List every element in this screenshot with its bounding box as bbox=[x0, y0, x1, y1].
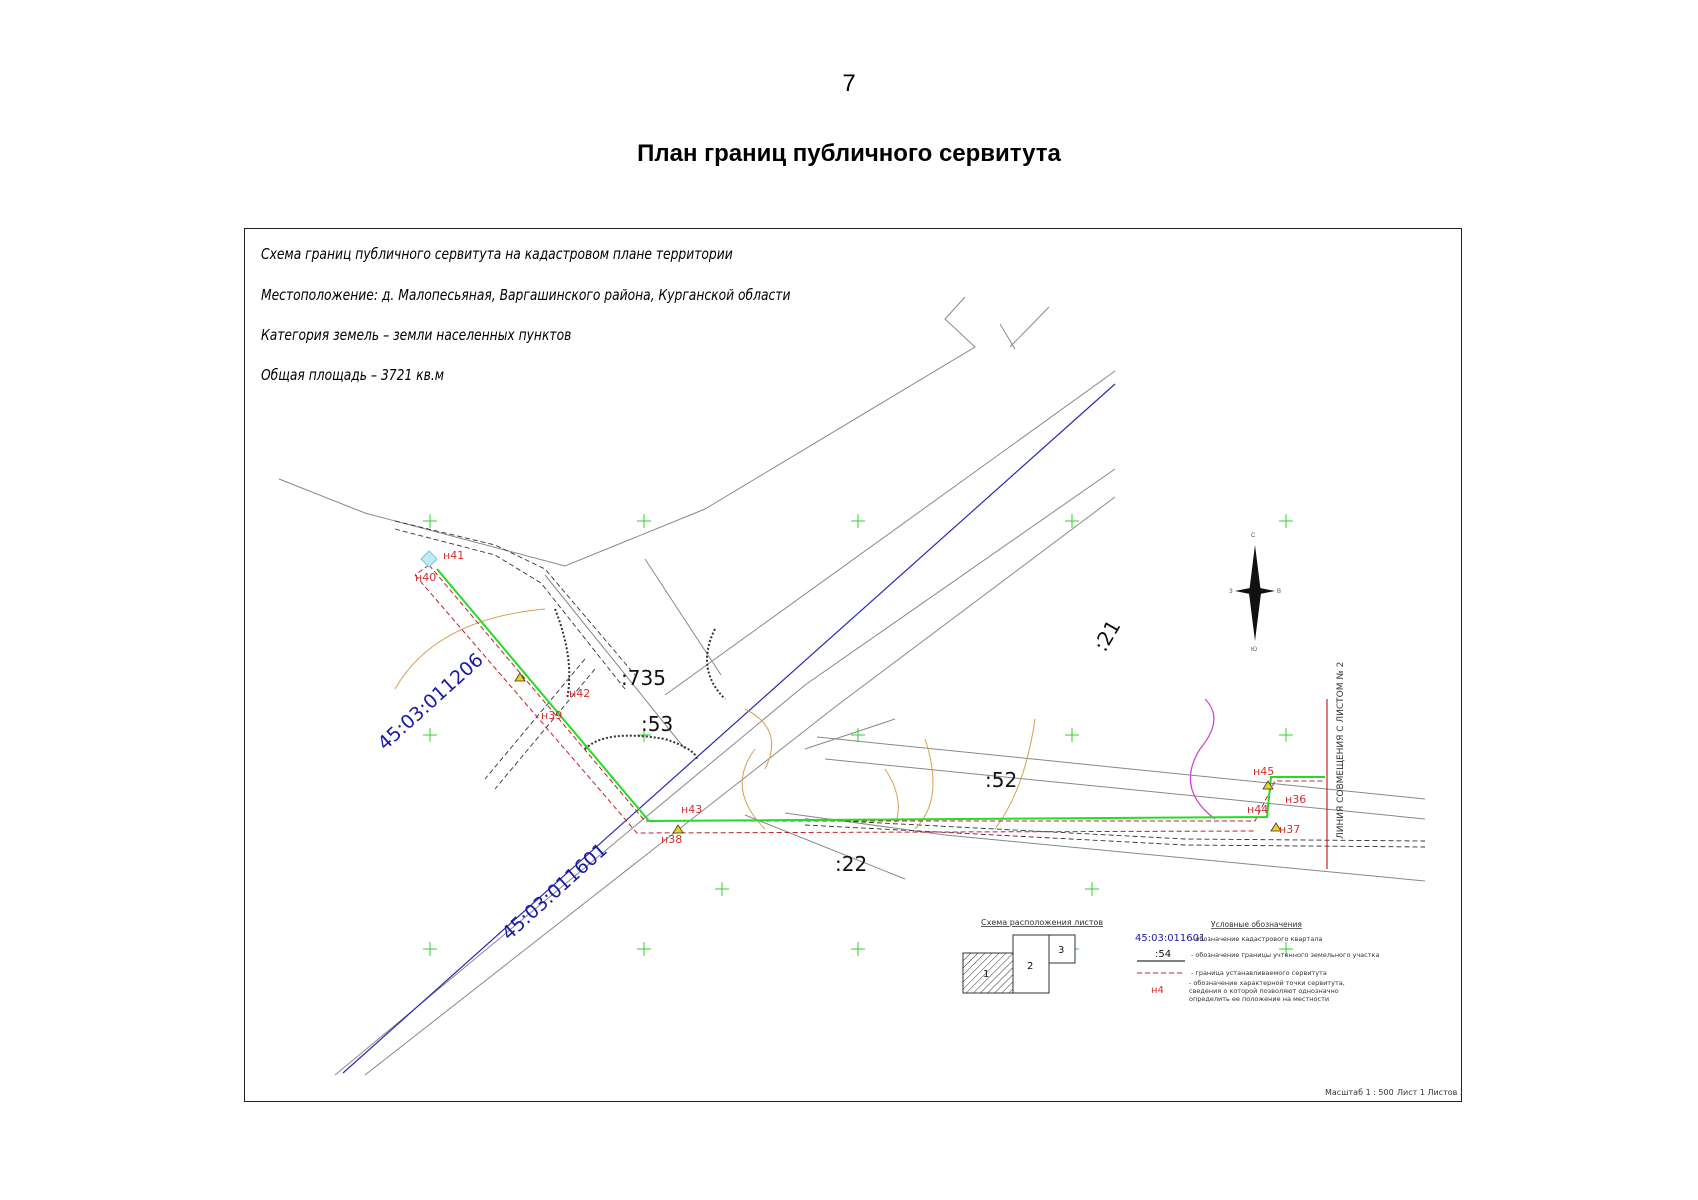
sheet-label: Лист 1 Листов 3 bbox=[1397, 1088, 1462, 1097]
quarter-boundary-line bbox=[342, 383, 1116, 1074]
dashed-utility-lines bbox=[394, 520, 1426, 848]
point-label-n37: н37 bbox=[1279, 823, 1300, 836]
point-label-n38: н38 bbox=[661, 833, 682, 846]
page-title: План границ публичного сервитута bbox=[637, 140, 1061, 167]
map-frame: Схема границ публичного сервитута на кад… bbox=[244, 228, 1462, 1102]
compass-north: С bbox=[1251, 533, 1256, 539]
embankment-edges bbox=[554, 608, 726, 760]
station-marker-icon bbox=[420, 550, 438, 568]
point-label-n42: н42 bbox=[569, 687, 590, 700]
parcel-label-22: :22 bbox=[835, 852, 867, 876]
servitude-points: н41 н40 н42 н39 н43 н38 н45 н44 н36 н37 bbox=[415, 549, 1306, 846]
sheet-2-box bbox=[1012, 934, 1050, 994]
legend-text-point: - обозначение характерной точки сервитут… bbox=[1189, 979, 1345, 1003]
point-label-n44: н44 bbox=[1247, 803, 1268, 816]
page-number: 7 bbox=[842, 70, 856, 97]
parcel-label-52: :52 bbox=[985, 768, 1017, 792]
sheet-2-label: 2 bbox=[1027, 961, 1033, 972]
sheet-3-box bbox=[1048, 934, 1076, 964]
legend-sample-quarter: 45:03:011601 bbox=[1135, 933, 1205, 944]
cadastral-map: ЛИНИЯ СОВМЕЩЕНИЯ С ЛИСТОМ № 2 С Ю З В 45… bbox=[278, 296, 1462, 1097]
legend-text-parcel: - обозначение границы учтенного земельно… bbox=[1191, 951, 1379, 959]
compass-west: З bbox=[1229, 589, 1233, 595]
legend-title: Условные обозначения bbox=[1211, 920, 1302, 929]
parcel-label-53: :53 bbox=[641, 712, 673, 736]
utility-line-magenta bbox=[1189, 698, 1216, 820]
parcel-label-21: :21 bbox=[1089, 616, 1126, 656]
match-line-label: ЛИНИЯ СОВМЕЩЕНИЯ С ЛИСТОМ № 2 bbox=[1336, 662, 1346, 839]
header-line-area: Общая площадь – 3721 кв.м bbox=[261, 366, 445, 384]
sheet-layout-title: Схема расположения листов bbox=[981, 918, 1103, 927]
quarter-label-b: 45:03:011601 bbox=[498, 839, 612, 945]
scale-label: Масштаб 1 : 500 bbox=[1325, 1088, 1394, 1097]
sheet-3-label: 3 bbox=[1058, 945, 1064, 956]
legend-text-quarter: - обозначение кадастрового квартала bbox=[1191, 935, 1322, 943]
point-label-n40: н40 bbox=[415, 571, 436, 584]
point-label-n39: н39 bbox=[541, 709, 562, 722]
point-label-n36: н36 bbox=[1285, 793, 1306, 806]
servitude-boundary bbox=[414, 564, 1325, 834]
route-line bbox=[436, 568, 1325, 823]
legend: Условные обозначения 45:03:011601 - обоз… bbox=[1135, 920, 1379, 1003]
header-line-title: Схема границ публичного сервитута на кад… bbox=[261, 245, 733, 263]
point-label-n45: н45 bbox=[1253, 765, 1274, 778]
legend-sample-point: н4 bbox=[1151, 985, 1164, 996]
parcel-label-735: :735 bbox=[621, 666, 666, 690]
header-line-category: Категория земель – земли населенных пунк… bbox=[261, 326, 572, 344]
point-label-n41: н41 bbox=[443, 549, 464, 562]
compass-icon: С Ю З В bbox=[1229, 533, 1281, 653]
sheet-1-label: 1 bbox=[983, 969, 989, 980]
compass-south: Ю bbox=[1251, 647, 1257, 653]
point-label-n43: н43 bbox=[681, 803, 702, 816]
sheet-1-box bbox=[962, 952, 1014, 994]
quarter-label-a: 45:03:011206 bbox=[374, 649, 488, 755]
terrain-contours bbox=[394, 608, 1036, 830]
header-line-location: Местоположение: д. Малопесьяная, Варгаши… bbox=[261, 286, 791, 304]
sheet-layout-diagram: Схема расположения листов 1 2 3 bbox=[962, 918, 1103, 994]
survey-triangles bbox=[514, 672, 1282, 834]
legend-sample-parcel: :54 bbox=[1155, 949, 1171, 960]
grid-crosses bbox=[423, 514, 1293, 956]
legend-text-servitude: - граница устанавливаемого сервитута bbox=[1191, 969, 1327, 977]
compass-east: В bbox=[1277, 589, 1281, 595]
